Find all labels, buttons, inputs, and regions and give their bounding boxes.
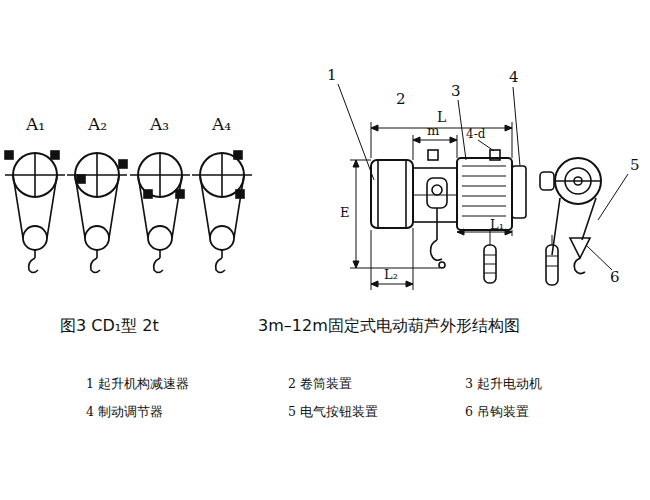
legend-text: 3 起升电动机: [465, 378, 542, 391]
callout-label: 6: [610, 270, 620, 285]
reeving-sketch: [130, 153, 190, 273]
caption-text: 3m–12m固定式电动葫芦外形结构图: [258, 318, 520, 334]
callout-label: 4: [509, 70, 519, 85]
legend-text: 2 卷筒装置: [288, 378, 352, 391]
caption-text: 图3 CD₁型 2t: [60, 318, 159, 334]
legend-text: 6 吊钩装置: [465, 406, 529, 419]
hoist-end-view: [540, 158, 601, 285]
callout-label: 3: [451, 84, 461, 99]
reeving-sketch: [5, 151, 65, 273]
callout-label: E: [340, 206, 350, 219]
callout-label: 1: [327, 68, 337, 83]
legend-text: 1 起升机构减速器: [86, 378, 189, 391]
dimension-lines: [350, 122, 512, 290]
callout-label: 5: [630, 158, 640, 173]
legend-text: 4 制动调节器: [86, 406, 163, 419]
callout-label: 2: [396, 92, 406, 107]
callout-label: A₂: [88, 116, 107, 133]
callout-label: A₄: [212, 116, 231, 133]
callout-label: A₁: [26, 116, 45, 133]
callout-label: 4-d: [466, 128, 485, 140]
legend-text: 5 电气按钮装置: [288, 406, 378, 419]
leader-lines: [338, 84, 628, 270]
callout-label: L: [437, 110, 446, 124]
reeving-sketch: [192, 151, 252, 273]
callout-label: L₁: [490, 218, 504, 231]
reeving-sketch: [67, 153, 127, 273]
callout-label: A₃: [150, 116, 169, 133]
hoist-side-view: [371, 150, 526, 283]
reeving-variants: [5, 151, 252, 273]
callout-label: m: [427, 124, 439, 137]
callout-label: L₂: [384, 268, 398, 281]
